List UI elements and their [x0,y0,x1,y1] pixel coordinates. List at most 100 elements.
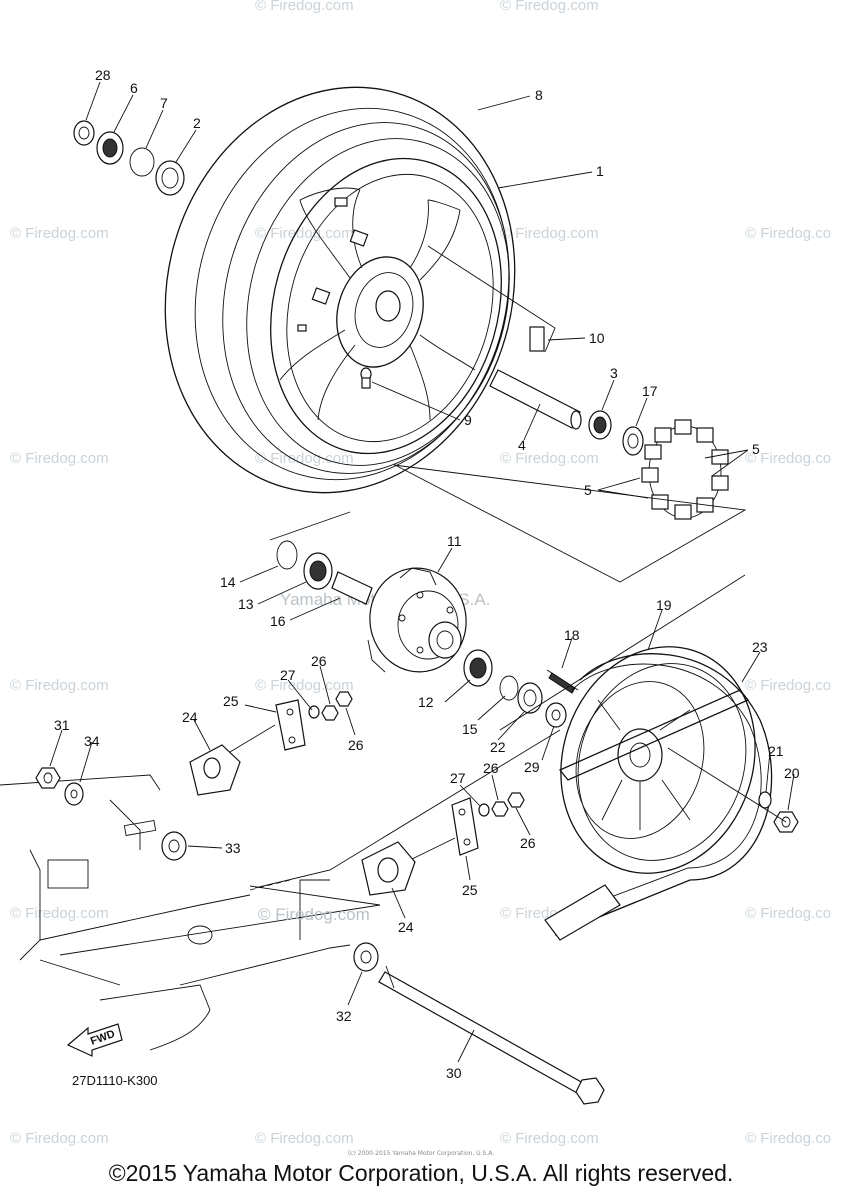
label-29: 29 [524,759,540,775]
nut-26-upper-a [321,705,339,721]
label-15: 15 [462,721,478,737]
nut-26-lower-a [491,801,509,817]
watermark: © Firedog.com [10,450,109,467]
label-26-upper-bottom: 26 [348,737,364,753]
watermark: © Firedog.com [255,0,354,14]
label-5-right: 5 [752,441,760,457]
rim-part-1 [270,157,502,455]
nut-26-lower-b [507,792,525,808]
bearing-stack-left [73,120,185,196]
inline-watermark: © Firedog.com [258,905,370,924]
axle-30 [378,965,605,1105]
label-25-lower: 25 [462,882,478,898]
watermark: © Firedog.com [10,905,109,922]
washer-21 [758,791,772,809]
watermark: © Firedog.co [745,450,831,467]
label-24-lower: 24 [398,919,414,935]
copyright-footer: ©2015 Yamaha Motor Corporation, U.S.A. A… [108,1160,734,1186]
label-23: 23 [752,639,768,655]
label-25-upper: 25 [223,693,239,709]
circlip-14 [276,540,298,570]
oil-seal-22 [517,682,543,714]
washer-32 [353,942,379,972]
watermark: © Firedog.com [10,225,109,242]
watermark: © Firedog.com [10,1130,109,1147]
watermark: © Firedog.co [745,677,831,694]
label-26-upper-top: 26 [311,653,327,669]
label-34: 34 [84,733,100,749]
collar-16 [331,571,373,605]
drive-belt-23 [544,653,773,941]
label-24-upper: 24 [182,709,198,725]
watermark: © Firedog.com [500,1130,599,1147]
tire-part-8 [164,86,516,494]
label-10: 10 [589,330,605,346]
valve-9 [360,367,372,389]
label-18: 18 [564,627,580,643]
label-5-left: 5 [584,482,592,498]
collar-17 [622,426,644,456]
label-2: 2 [193,115,201,131]
watermark: © Firedog.com [255,677,354,694]
washer-27-lower [478,803,490,817]
watermark: © Firedog.com [255,225,354,242]
label-22: 22 [490,739,506,755]
nut-26-upper-b [335,691,353,707]
watermark: © Firedog.com [500,0,599,14]
drawing-code: 27D1110-K300 [72,1073,158,1088]
watermark: © Firedog.com [500,450,599,467]
label-27-lower: 27 [450,770,466,786]
label-28: 28 [95,67,111,83]
label-32: 32 [336,1008,352,1024]
label-20: 20 [784,765,800,781]
label-27-upper: 27 [280,667,296,683]
label-30: 30 [446,1065,462,1081]
label-11: 11 [447,533,462,549]
label-6: 6 [130,80,138,96]
watermark: © Firedog.com [10,677,109,694]
adjuster-bolt-lower [409,837,456,861]
bearing-3 [588,410,612,440]
watermark: © Firedog.co [745,1130,831,1147]
axle-collar-4 [489,369,582,430]
collar-29 [545,702,567,728]
nut-31 [35,767,61,789]
fwd-arrow: FWD [66,1023,123,1057]
watermark: © Firedog.com [255,1130,354,1147]
label-13: 13 [238,596,254,612]
leader-lines [49,81,795,1063]
watermark: © Firedog.com [500,225,599,242]
stud-bolt-18 [546,669,579,694]
adjuster-plate-25-upper [275,699,306,751]
clutch-hub-11 [367,567,467,673]
label-31: 31 [54,717,70,733]
watermark: © Firedog.com [255,450,354,467]
label-19: 19 [656,597,672,613]
washer-34 [64,782,84,806]
small-copyright-note: (c) 2000-2015 Yamaha Motor Corporation, … [347,1150,495,1157]
label-9: 9 [464,412,472,428]
adjuster-plate-25-lower [451,797,479,856]
label-7: 7 [160,95,168,111]
adjuster-24-upper [189,744,241,796]
label-26-lower-top: 26 [483,760,499,776]
label-3: 3 [610,365,618,381]
label-33: 33 [225,840,241,856]
washer-33 [161,831,187,861]
damper-cluster-5 [641,419,729,520]
label-14: 14 [220,574,236,590]
balance-weight-10 [427,245,556,353]
part-labels: 28 6 7 2 8 1 10 3 17 5 5 9 4 11 14 13 16… [54,67,800,1081]
pulley-19 [560,646,756,874]
label-21: 21 [768,743,784,759]
label-17: 17 [642,383,658,399]
adjuster-24-lower [361,841,416,896]
label-12: 12 [418,694,434,710]
adjuster-bolt-upper [224,724,276,756]
label-1: 1 [596,163,604,179]
label-16: 16 [270,613,286,629]
circlip-15 [499,675,519,701]
label-4: 4 [518,437,526,453]
label-26-lower-bottom: 26 [520,835,536,851]
watermark: © Firedog.co [745,905,831,922]
